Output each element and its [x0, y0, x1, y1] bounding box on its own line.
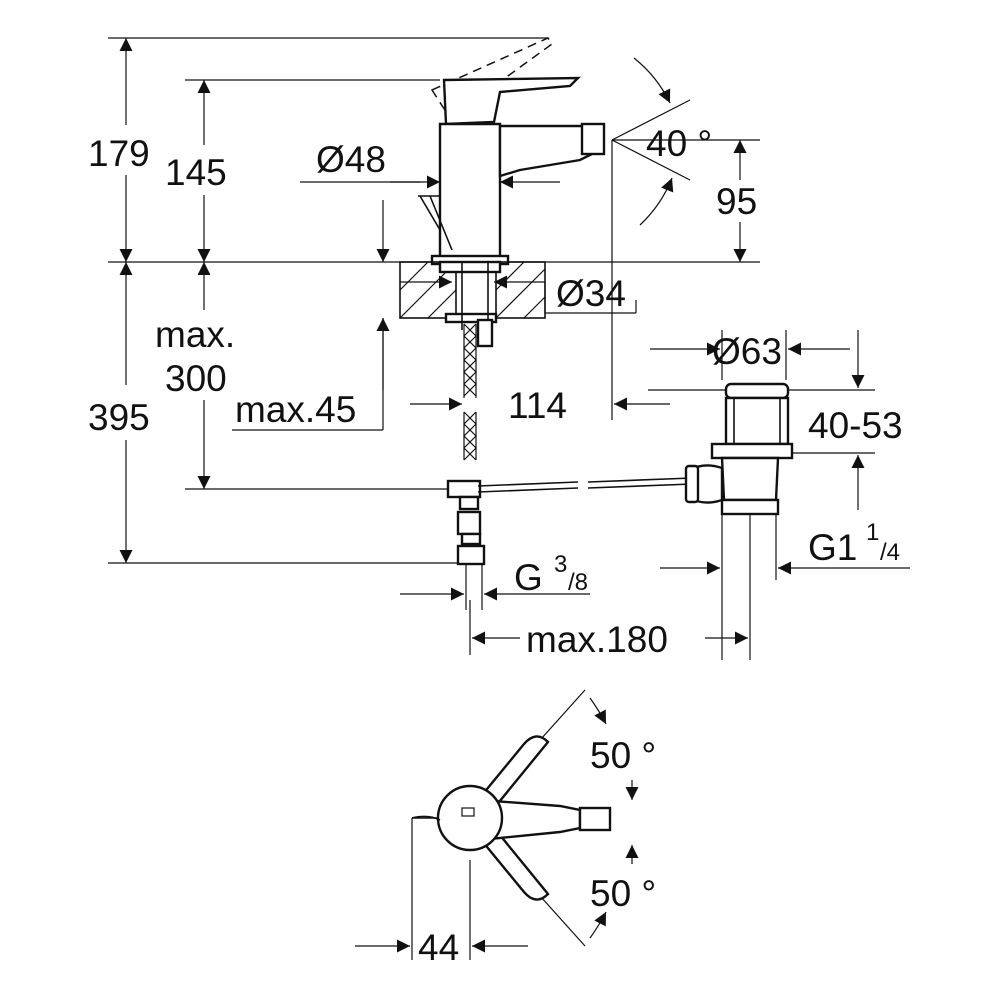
label-95: 95	[716, 181, 757, 222]
waste-drain	[684, 382, 794, 516]
supply-hose	[446, 323, 693, 566]
faucet-top-view	[411, 735, 612, 901]
dimension-labels: 179 145 Ø48 40 ° 95 Ø34 max. 300 max.45 …	[88, 123, 903, 968]
label-waste-thread-sub: /4	[880, 539, 900, 566]
label-114: 114	[508, 385, 567, 426]
label-lever-angle-bottom: 50 °	[590, 873, 656, 914]
label-44: 44	[418, 927, 459, 968]
label-waste-thread-sup: 1	[866, 519, 879, 546]
label-395: 395	[88, 397, 150, 438]
label-145: 145	[165, 152, 227, 193]
label-g-connection-sub: /8	[568, 569, 588, 596]
label-diameter-63: Ø63	[712, 331, 782, 372]
label-40-53: 40-53	[808, 405, 903, 446]
label-max-45: max.45	[235, 389, 356, 430]
label-max-180: max.180	[526, 619, 668, 660]
label-g-connection: G	[514, 557, 543, 598]
label-lever-angle-top: 50 °	[590, 735, 656, 776]
faucet-side-view	[418, 37, 606, 266]
reference-lines	[108, 37, 875, 960]
label-max: max.	[155, 314, 235, 355]
label-300: 300	[165, 358, 227, 399]
label-swivel-angle: 40 °	[646, 123, 712, 164]
label-diameter-34: Ø34	[556, 273, 626, 314]
label-waste-thread: G1	[808, 527, 857, 568]
label-179: 179	[88, 133, 150, 174]
label-diameter-48: Ø48	[316, 139, 386, 180]
countertop-section	[399, 260, 546, 348]
label-g-connection-sup: 3	[554, 551, 567, 578]
